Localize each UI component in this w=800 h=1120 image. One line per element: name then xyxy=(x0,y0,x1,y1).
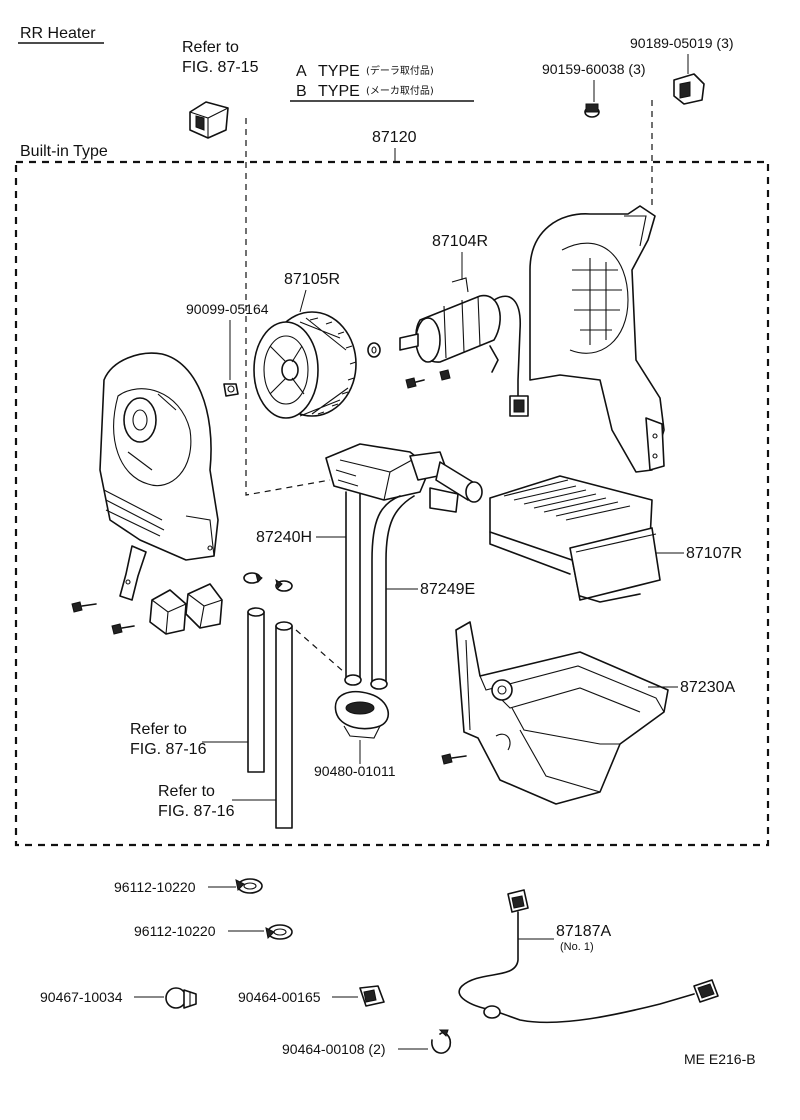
clamp-upper xyxy=(243,572,263,584)
ref-fig-87-15-line1: Refer to xyxy=(182,39,239,56)
heater-pipe-87249E xyxy=(370,495,415,690)
part-label-87107R: 87107R xyxy=(686,545,742,562)
clip-90467-10034 xyxy=(165,987,197,1009)
screw-left-b xyxy=(111,623,135,635)
wire-harness-87187A xyxy=(458,889,719,1024)
connector-ref-87-15 xyxy=(189,101,229,139)
screw-90159-60038 xyxy=(584,80,600,118)
dash-ref-87-15 xyxy=(245,118,331,496)
screw-motor-lower xyxy=(405,369,451,389)
clamp-90464-00165 xyxy=(359,985,385,1007)
legend-b-key: B xyxy=(296,83,307,100)
part-label-87187A-sub: (No. 1) xyxy=(560,941,594,953)
part-label-96112-10220-b: 96112-10220 xyxy=(134,923,216,939)
blower-fan-87105R xyxy=(253,311,357,419)
part-label-90099-05164: 90099-05164 xyxy=(186,301,269,317)
diagram-title: RR Heater xyxy=(20,25,96,42)
nut-motor-left xyxy=(367,342,381,358)
connector-90189-05019 xyxy=(673,54,705,105)
heater-core-87107R xyxy=(489,475,661,603)
part-label-90480-01011: 90480-01011 xyxy=(314,763,396,779)
blower-motor-87104R xyxy=(399,277,529,417)
legend-a-word: TYPE xyxy=(318,63,360,80)
part-label-87249E: 87249E xyxy=(420,581,475,598)
type-legend: A TYPE (デーラ取付品) B TYPE (メーカ取付品) xyxy=(290,63,474,102)
clamp-90464-00108 xyxy=(431,1029,452,1054)
hose-right xyxy=(275,621,293,829)
ref-fig-87-16-a-line2: FIG. 87-16 xyxy=(130,741,207,758)
nut-90099-05164 xyxy=(223,383,239,397)
part-label-87240H: 87240H xyxy=(256,529,312,546)
heater-pipe-87240H xyxy=(344,491,362,686)
legend-a-note: (デーラ取付品) xyxy=(366,64,434,77)
ref-fig-87-16-b-line2: FIG. 87-16 xyxy=(158,803,235,820)
part-label-90464-00165: 90464-00165 xyxy=(238,989,321,1005)
grommet-90480-01011 xyxy=(334,690,390,739)
leader-87105R xyxy=(299,289,307,313)
clamp-lower xyxy=(275,578,293,592)
part-label-87104R: 87104R xyxy=(432,233,488,250)
part-label-90159-60038: 90159-60038 (3) xyxy=(542,61,646,77)
dash-pipe-link xyxy=(295,629,345,673)
built-in-frame xyxy=(14,160,770,847)
hose-left xyxy=(247,607,265,773)
screw-case xyxy=(441,753,467,765)
figure-code: ME E216-B xyxy=(684,1051,756,1067)
part-label-90467-10034: 90467-10034 xyxy=(40,989,123,1005)
ref-fig-87-15-line2: FIG. 87-15 xyxy=(182,59,259,76)
part-label-87230A: 87230A xyxy=(680,679,735,696)
heater-case-87230A xyxy=(455,621,669,805)
part-label-90464-00108: 90464-00108 (2) xyxy=(282,1041,386,1057)
hose-clamp-96112-10220-b xyxy=(265,924,293,940)
part-label-96112-10220-a: 96112-10220 xyxy=(114,879,196,895)
blower-housing-right xyxy=(529,205,665,473)
part-label-90189-05019: 90189-05019 (3) xyxy=(630,35,734,51)
screw-left-a xyxy=(71,601,97,613)
blower-housing-left xyxy=(99,352,219,601)
legend-a-key: A xyxy=(296,63,307,80)
part-label-87120: 87120 xyxy=(372,129,417,146)
part-label-87187A: 87187A xyxy=(556,923,611,940)
legend-b-word: TYPE xyxy=(318,83,360,100)
built-in-type-label: Built-in Type xyxy=(20,143,108,160)
hose-clamp-96112-10220-a xyxy=(235,878,263,894)
ref-fig-87-16-b-line1: Refer to xyxy=(158,783,215,800)
water-valve xyxy=(325,443,483,513)
bracket-left-a xyxy=(149,589,187,635)
part-label-87105R: 87105R xyxy=(284,271,340,288)
ref-fig-87-16-a-line1: Refer to xyxy=(130,721,187,738)
legend-b-note: (メーカ取付品) xyxy=(366,84,434,97)
bracket-left-b xyxy=(185,583,223,629)
